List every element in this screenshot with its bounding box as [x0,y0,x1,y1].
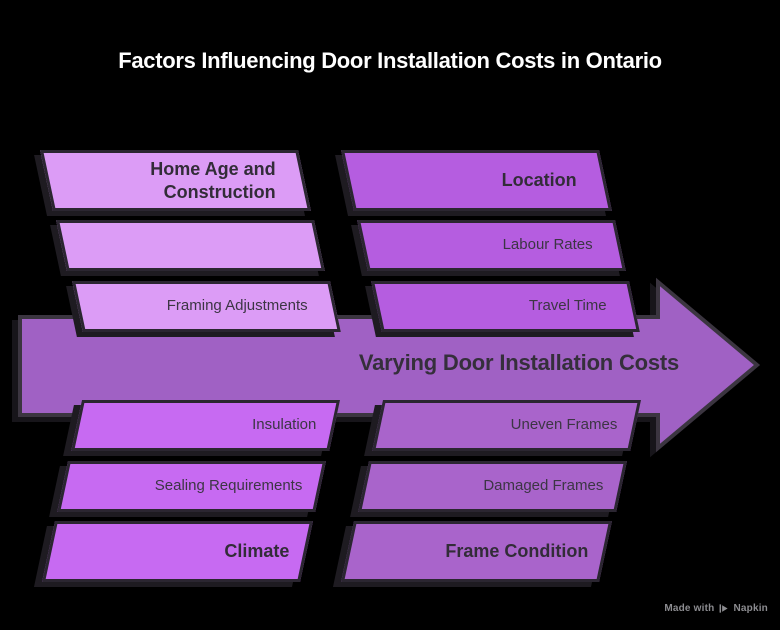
napkin-brand-text: Napkin [733,603,768,614]
factor-label: Damaged Frames [483,477,604,495]
factor-blank [56,220,325,271]
factor-label: Climate [224,541,290,562]
factor-uneven-frames: Uneven Frames [372,400,641,451]
factor-location: Location [341,150,612,211]
factor-frame-condition: Frame Condition [341,521,612,582]
factor-label [60,223,312,268]
napkin-logo-icon [720,604,729,613]
made-with-napkin-credit: Made with Napkin [664,603,768,614]
factor-label: Home Age and Construction [150,159,276,202]
factor-climate: Climate [42,521,313,582]
factor-label: Insulation [252,416,317,434]
made-with-text: Made with [664,603,715,614]
factor-label: Uneven Frames [510,416,618,434]
arrow-label: Varying Door Installation Costs [358,350,680,375]
factor-labour-rates: Labour Rates [357,220,626,271]
factor-damaged-frames: Damaged Frames [358,461,627,512]
page-title: Factors Influencing Door Installation Co… [118,48,662,73]
factor-label: Labour Rates [502,236,593,254]
factor-home-age-and-construction: Home Age and Construction [40,150,311,211]
factor-label: Frame Condition [445,541,589,562]
factor-insulation: Insulation [71,400,341,451]
factor-label: Framing Adjustments [166,297,308,315]
factor-label: Sealing Requirements [154,477,303,495]
factor-label: Location [501,170,577,191]
factor-sealing-requirements: Sealing Requirements [57,461,327,512]
factor-label: Travel Time [528,297,607,315]
factor-framing-adjustments: Framing Adjustments [72,281,341,332]
factor-travel-time: Travel Time [371,281,640,332]
